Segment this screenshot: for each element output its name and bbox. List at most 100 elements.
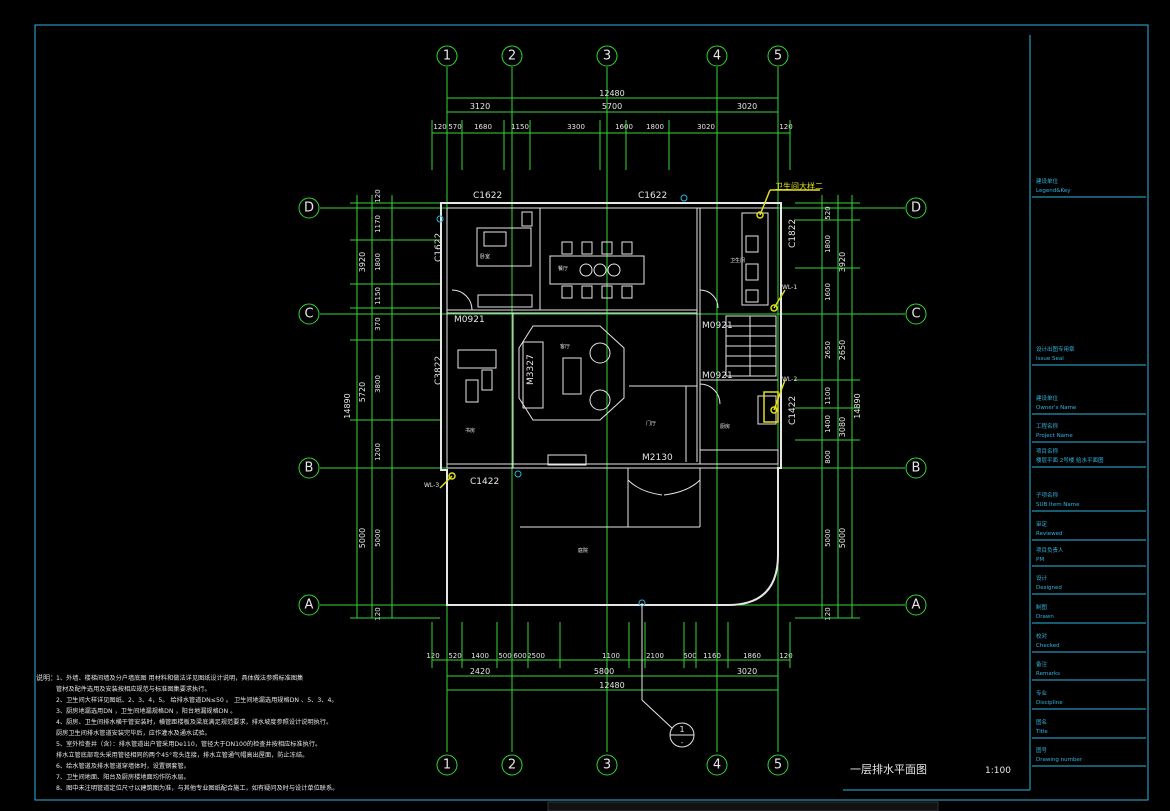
dim-right-inner-8: 120 xyxy=(824,607,832,620)
dim-top-detail-8: 120 xyxy=(779,123,792,131)
title-block-en-6: Reviewed xyxy=(1036,531,1063,537)
axis-bubble-right-A: A xyxy=(905,594,927,616)
dim-bottom-detail-9: 1160 xyxy=(703,652,721,660)
room-dining: 餐厅 xyxy=(558,265,568,272)
note-line-7: 排水立管底部弯头采用管径相同的两个45°弯头连接，排水立管通气帽高出屋面，防止冻… xyxy=(56,751,308,759)
title-block-label-4: 项目名称 xyxy=(1036,447,1059,455)
axis-bubble-top-1: 1 xyxy=(436,45,458,67)
label-wl3: WL-3 xyxy=(424,482,439,489)
dim-right-outer-4: 5000 xyxy=(838,528,847,548)
dim-right-inner-5: 1400 xyxy=(824,415,832,433)
title-block-en-7: PM xyxy=(1036,557,1044,563)
dim-right-inner-1: 1800 xyxy=(824,235,832,253)
dim-left-inner-6: 1200 xyxy=(374,443,382,461)
dim-bottom-mid-1: 2420 xyxy=(470,667,490,676)
room-yard: 庭院 xyxy=(578,547,588,554)
title-block-en-13: Title xyxy=(1035,729,1048,735)
dim-right-outer-3: 3080 xyxy=(838,417,847,437)
title-block-label-3: 工程名称 xyxy=(1036,422,1059,430)
dim-bottom-detail-8: 500 xyxy=(683,652,696,660)
label-c1622-c: C1622 xyxy=(434,233,444,262)
svg-text:3: 3 xyxy=(603,758,611,773)
title-block-en-1: Issue Seal xyxy=(1036,356,1064,362)
title-block-label-14: 图号 xyxy=(1036,746,1048,754)
dim-right-outer-1: 3920 xyxy=(838,252,847,272)
title-block-label-0: 建设单位 xyxy=(1036,177,1059,185)
dim-right-inner-3: 2650 xyxy=(824,341,832,359)
dim-top-detail-5: 1600 xyxy=(615,123,633,131)
svg-text:1: 1 xyxy=(443,49,451,64)
dim-bottom-mid-2: 5800 xyxy=(594,667,614,676)
grid-bubbles: 1 2 3 4 5 1 2 3 4 5 D C B A D C B A xyxy=(298,45,927,776)
dim-left-total: 14890 xyxy=(343,393,352,418)
dim-bottom-detail-3: 500 xyxy=(498,652,511,660)
svg-text:4: 4 xyxy=(713,49,721,64)
label-c1822: C1822 xyxy=(788,219,798,248)
dim-left-inner-7: 5000 xyxy=(374,529,382,547)
room-study: 书房 xyxy=(465,427,475,434)
dim-top-detail-4: 3300 xyxy=(567,123,585,131)
dim-left-inner-5: 3800 xyxy=(374,375,382,393)
title-block-label-9: 制图 xyxy=(1036,603,1048,611)
label-wl1: WL-1 xyxy=(782,284,797,291)
note-line-9: 7、卫生间地面、阳台及厨房楼地面均作防水层。 xyxy=(56,773,190,781)
dim-top-mid-3: 3020 xyxy=(737,102,757,111)
grid-lines xyxy=(320,67,905,752)
svg-text:D: D xyxy=(911,201,921,216)
axis-bubble-left-B: B xyxy=(298,457,320,479)
dim-left-outer-1: 3920 xyxy=(358,252,367,272)
note-line-10: 8、图中未注明管道定位尺寸以建筑图为准，与其他专业图纸配合施工，如有疑问及时与设… xyxy=(56,784,338,792)
svg-text:2: 2 xyxy=(508,49,516,64)
room-foyer: 门厅 xyxy=(646,420,656,427)
axis-bubble-left-D: D xyxy=(298,197,320,219)
title-block-label-6: 审定 xyxy=(1036,520,1048,528)
right-dimensions: 14890 3920 2650 3080 5000 52018001600265… xyxy=(795,195,862,621)
note-line-5: 厨房卫生间排水管道安装完毕后，应作灌水及通水试验。 xyxy=(56,729,211,737)
dim-bottom-detail-4: 600 xyxy=(513,652,526,660)
svg-text:A: A xyxy=(912,598,921,613)
axis-bubble-bottom-3: 3 xyxy=(596,754,618,776)
dim-top-mid-2: 5700 xyxy=(602,102,622,111)
room-kitchen: 厨房 xyxy=(720,423,730,430)
axis-bubble-bottom-4: 4 xyxy=(706,754,728,776)
title-block-en-10: Checked xyxy=(1036,643,1060,649)
note-line-3: 3、厨房地漏选用DN ，卫生间地漏规格DN ，阳台地漏规格DN 。 xyxy=(56,707,236,715)
status-strip xyxy=(547,801,939,811)
title-block-en-2: Owner's Name xyxy=(1036,405,1077,411)
dim-top-detail-7: 3020 xyxy=(697,123,715,131)
axis-bubble-top-5: 5 xyxy=(767,45,789,67)
title-block-en-3: Project Name xyxy=(1036,433,1073,439)
dim-bottom-detail-6: 1100 xyxy=(602,652,620,660)
dim-top-mid-1: 3120 xyxy=(470,102,490,111)
dim-right-total: 14890 xyxy=(853,393,862,418)
label-m2130: M2130 xyxy=(642,453,673,463)
title-block-label-8: 设计 xyxy=(1036,574,1048,582)
label-c1622-a: C1622 xyxy=(473,191,502,201)
dim-left-inner-4: 370 xyxy=(374,317,382,330)
title-block-en-14: Drawing number xyxy=(1036,757,1083,763)
svg-text:D: D xyxy=(304,201,314,216)
dim-left-outer-2: 5720 xyxy=(358,382,367,402)
label-c1422-a: C1422 xyxy=(470,477,499,487)
svg-text:C: C xyxy=(304,307,313,322)
label-m0921-c: M0921 xyxy=(702,371,733,381)
title-block-en-12: Discipline xyxy=(1036,700,1063,706)
design-notes: 说明： 1、外墙、楼梯间墙及分户墙底图 用材料和做法详见图纸设计说明，具体做法参… xyxy=(36,673,338,792)
dim-bottom-detail-5: 2500 xyxy=(527,652,545,660)
axis-bubble-top-2: 2 xyxy=(501,45,523,67)
note-line-4: 4、厨房、卫生间排水横干管安装时，横管距楼板及梁底满足规范要求，排水坡度参照设计… xyxy=(56,718,332,726)
dim-left-inner-2: 1800 xyxy=(374,253,382,271)
plan-labels: C1622 C1622 C1622 C3822 C1822 C1422 C142… xyxy=(424,181,823,747)
dim-right-inner-2: 1600 xyxy=(824,283,832,301)
axis-bubble-right-D: D xyxy=(905,197,927,219)
label-m3327: M3327 xyxy=(526,354,536,385)
axis-bubble-bottom-1: 1 xyxy=(436,754,458,776)
outer-frame xyxy=(34,24,1149,801)
note-line-8: 6、给水管道及排水管道穿墙体时，设置钢套管。 xyxy=(56,762,190,770)
label-c1422-b: C1422 xyxy=(788,396,798,425)
svg-text:4: 4 xyxy=(713,758,721,773)
title-block-label-12: 专业 xyxy=(1036,689,1048,697)
floor-plan-walls xyxy=(440,202,782,606)
axis-bubble-left-A: A xyxy=(298,594,320,616)
